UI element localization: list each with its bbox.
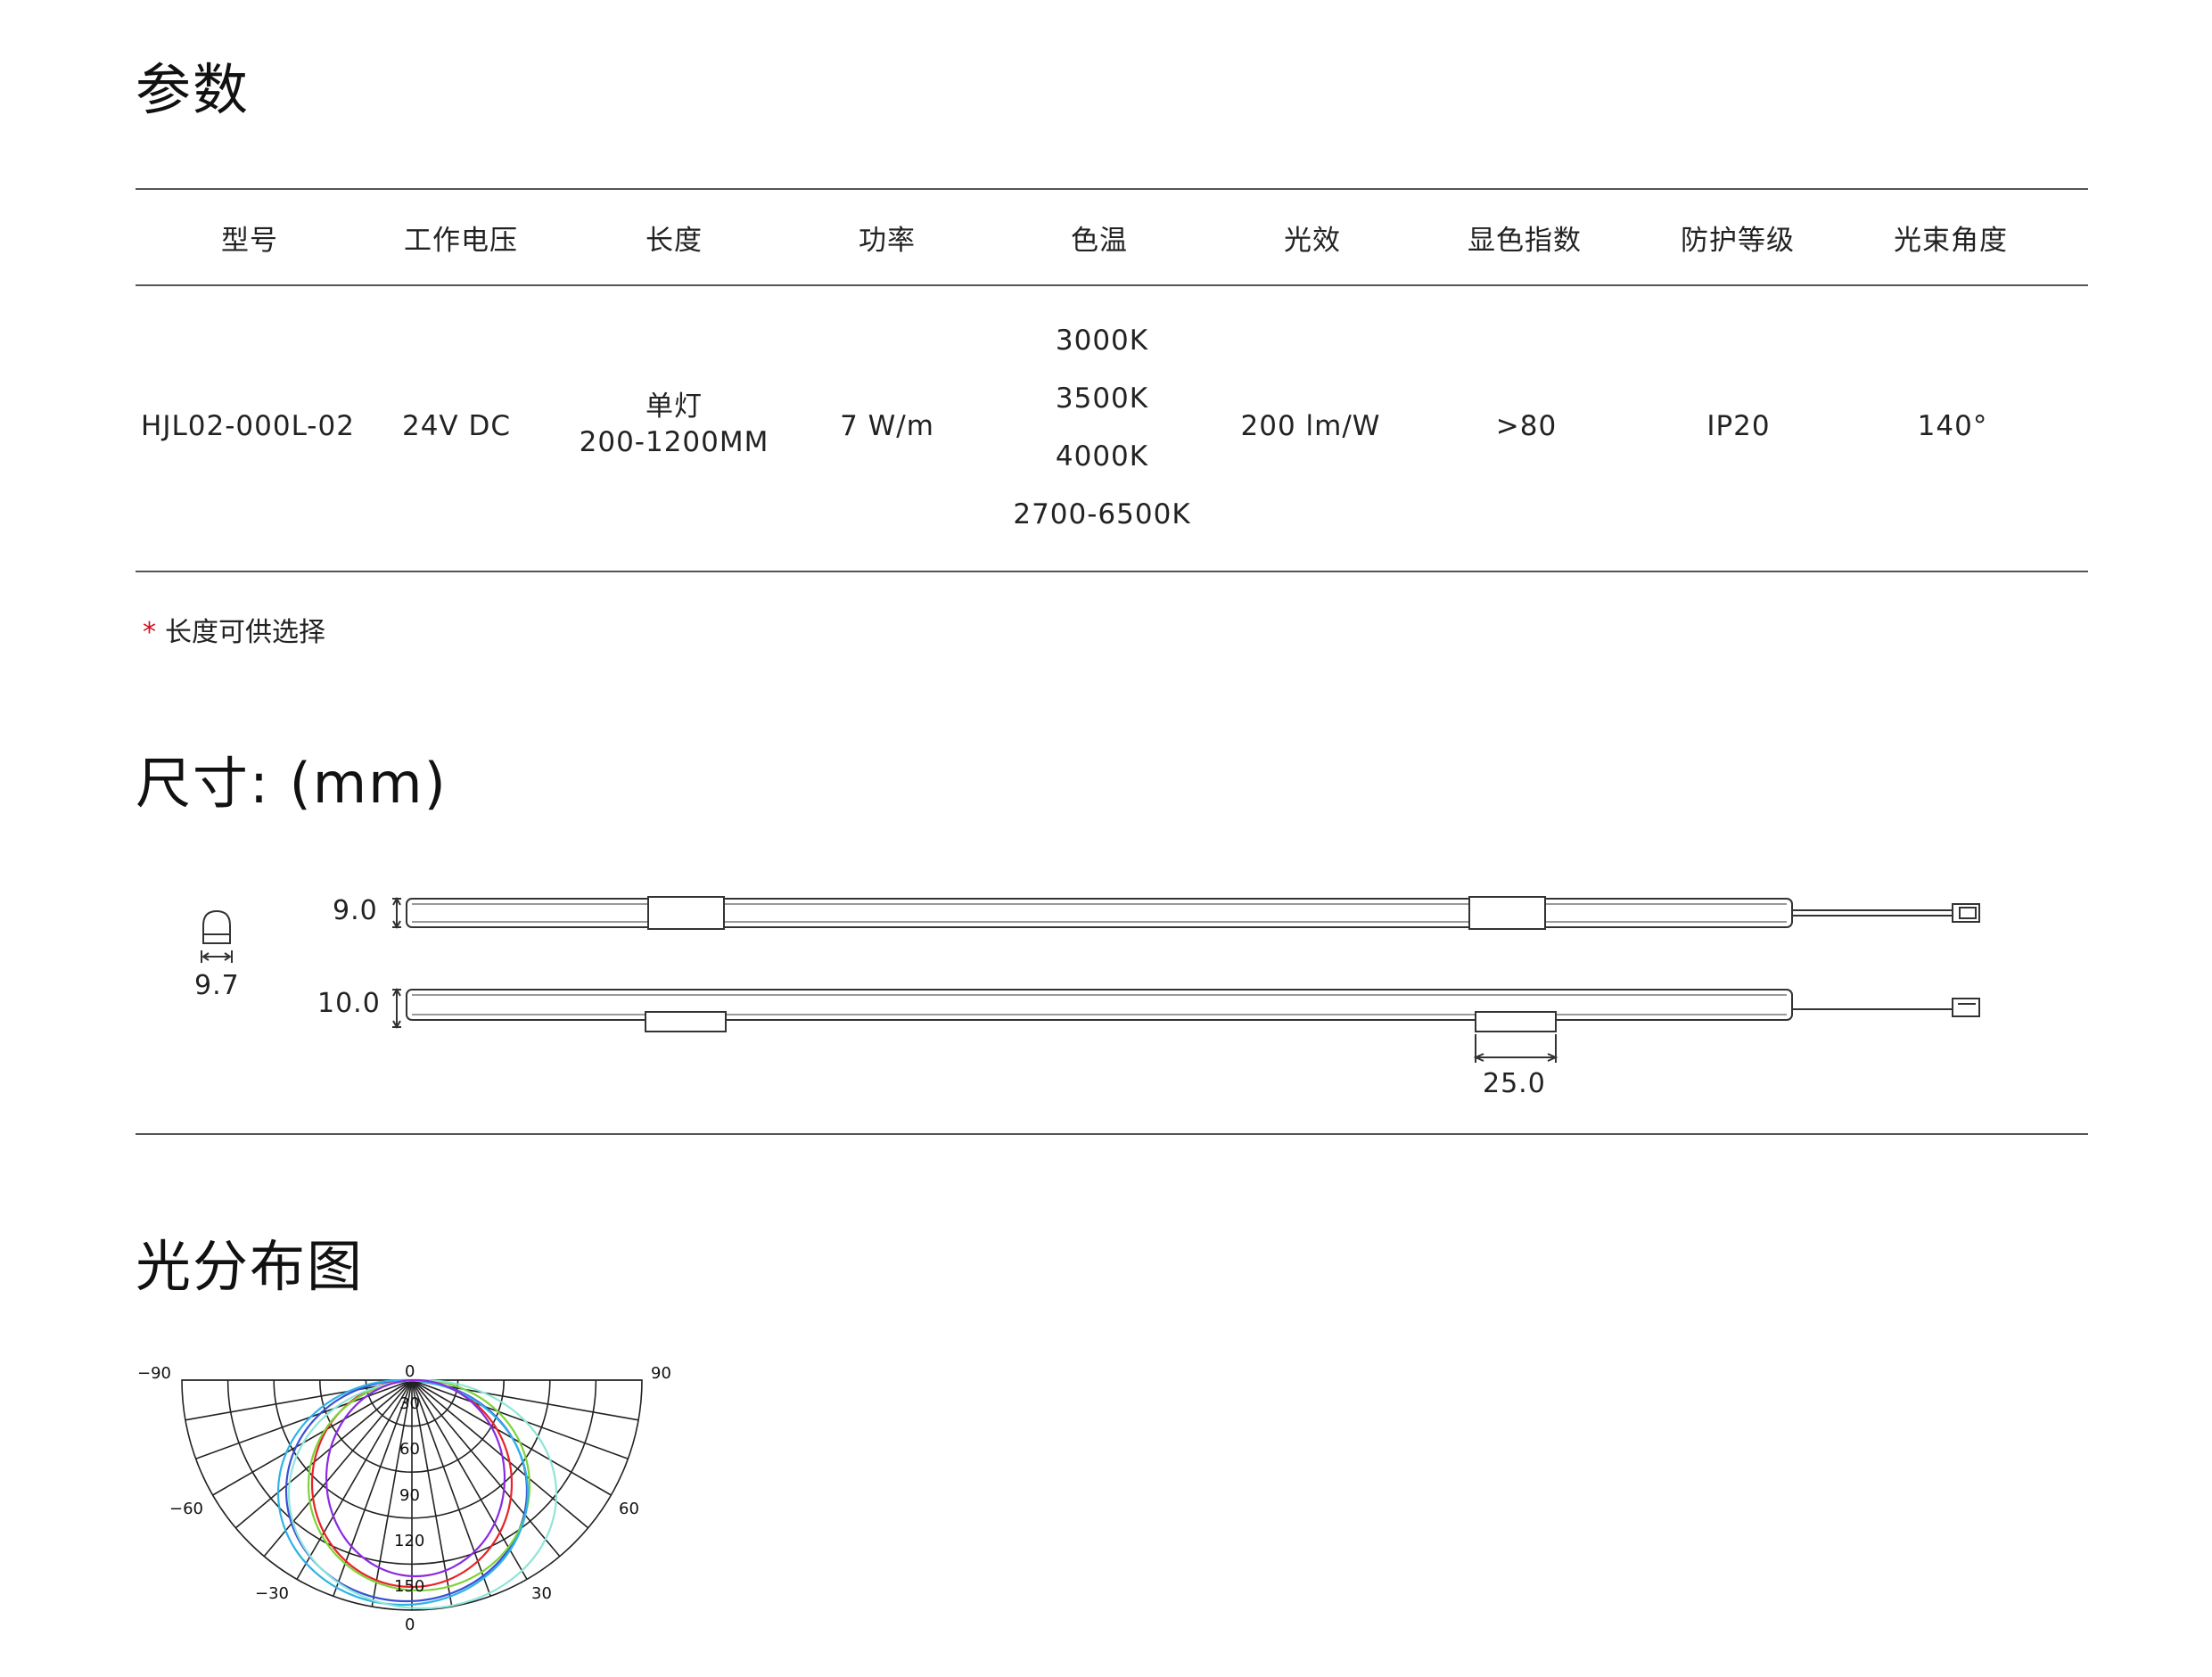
header-cct: 色温 — [1071, 225, 1128, 257]
cell-voltage: 24V DC — [401, 410, 512, 442]
height-bottom-label: 10.0 — [317, 988, 381, 1019]
note-asterisk: * — [143, 617, 156, 648]
radial-label: 60 — [399, 1440, 420, 1459]
params-title: 参数 — [136, 57, 251, 122]
polar-spoke — [411, 1379, 589, 1529]
header-power: 功率 — [859, 225, 916, 257]
cct-item: 2700-6500K — [1013, 498, 1191, 530]
header-efficacy: 光效 — [1284, 225, 1341, 257]
table-bottom-rule — [136, 571, 2088, 572]
angle-label-bottom: 0 — [405, 1615, 415, 1634]
polar-spoke — [333, 1379, 413, 1597]
polar-spoke — [296, 1379, 413, 1580]
angle-label-left-mid: −60 — [169, 1500, 203, 1518]
cell-cct: 3000K 3500K 4000K 2700-6500K — [995, 312, 1209, 544]
polar-spoke — [212, 1379, 413, 1496]
polar-spoke — [263, 1379, 413, 1558]
top-view-bar — [392, 896, 1980, 930]
angle-label-right-low: 30 — [531, 1584, 552, 1603]
cell-power: 7 W/m — [840, 410, 934, 442]
table-top-rule — [136, 188, 2088, 190]
height-top-label: 9.0 — [333, 895, 378, 926]
cell-length: 单灯 200-1200MM — [567, 389, 781, 460]
polar-grid — [181, 1379, 643, 1611]
cell-model: HJL02-000L-02 — [141, 410, 355, 442]
radial-label: 90 — [399, 1486, 420, 1505]
polar-curves — [276, 1378, 558, 1610]
angle-label-left-low: −30 — [255, 1584, 289, 1603]
profile-section-icon — [201, 909, 233, 963]
cell-length-line1: 单灯 — [646, 390, 703, 423]
cct-item: 4000K — [1055, 440, 1149, 473]
polar-spoke — [411, 1379, 629, 1459]
header-beam-angle: 光束角度 — [1894, 225, 2008, 257]
distribution-curve — [325, 1378, 506, 1578]
polar-light-distribution-chart: −90 90 0 −60 60 −30 30 0 30 60 90 120 15… — [137, 1362, 671, 1634]
profile-width-label: 9.7 — [194, 970, 240, 1001]
polar-spoke — [411, 1379, 491, 1597]
angle-label-center-top: 0 — [405, 1362, 415, 1381]
header-length: 长度 — [646, 225, 703, 257]
cct-item: 3500K — [1055, 382, 1149, 415]
header-voltage: 工作电压 — [404, 225, 518, 257]
polar-spoke — [411, 1379, 561, 1558]
radial-label: 120 — [394, 1532, 424, 1550]
radial-label: 30 — [399, 1394, 420, 1413]
cell-beam-angle: 140° — [1917, 410, 1988, 442]
light-distribution-title: 光分布图 — [136, 1234, 365, 1299]
cell-cri: >80 — [1495, 410, 1558, 442]
cell-length-line2: 200-1200MM — [579, 426, 769, 458]
angle-label-right-mid: 60 — [619, 1500, 639, 1518]
header-model: 型号 — [221, 225, 278, 257]
length-note: * 长度可供选择 — [143, 610, 325, 649]
angle-label-left-top: −90 — [137, 1364, 171, 1383]
cell-ip: IP20 — [1706, 410, 1771, 442]
polar-spoke — [371, 1379, 413, 1607]
cct-item: 3000K — [1055, 325, 1149, 357]
dimensions-bottom-rule — [136, 1133, 2088, 1135]
polar-spoke — [411, 1379, 453, 1607]
bottom-view-bar — [392, 987, 1980, 1063]
cell-efficacy: 200 lm/W — [1240, 410, 1381, 442]
table-header-rule — [136, 284, 2088, 286]
header-ip: 防护等级 — [1681, 225, 1795, 257]
note-text: 长度可供选择 — [165, 617, 325, 648]
polar-spoke — [411, 1379, 528, 1580]
dimensions-title: 尺寸: (mm) — [136, 751, 448, 816]
header-cri: 显色指数 — [1468, 225, 1582, 257]
polar-spoke — [195, 1379, 413, 1459]
angle-label-right-top: 90 — [651, 1364, 671, 1383]
polar-outer-ring — [181, 1379, 643, 1611]
dimension-drawing — [201, 896, 1980, 1063]
clip-width-label: 25.0 — [1483, 1068, 1546, 1099]
polar-spoke — [234, 1379, 413, 1529]
radial-label: 150 — [394, 1577, 424, 1596]
